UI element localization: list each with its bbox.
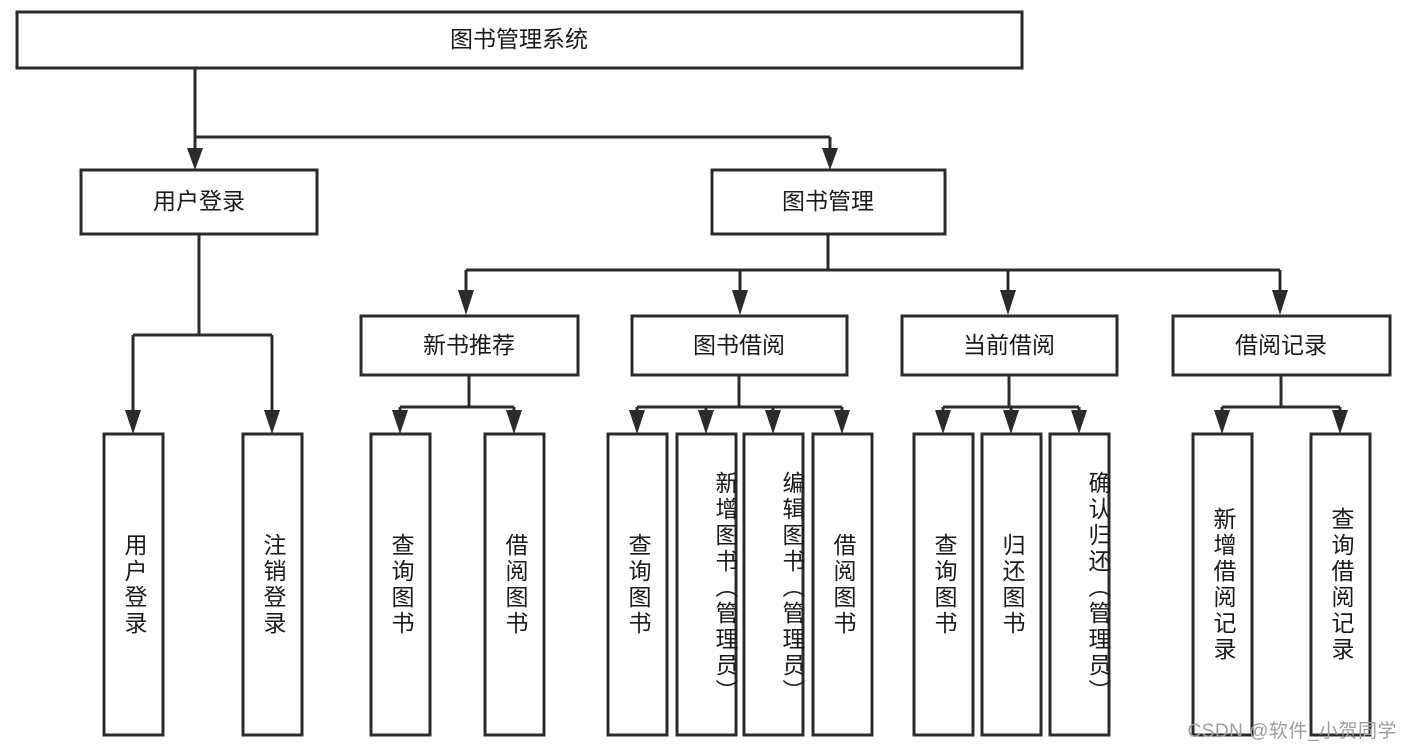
arrow-to-current-borrow (1000, 290, 1016, 315)
connector-book-borrow-to-leaves (629, 375, 850, 434)
arrow-to-borrow-record (1272, 290, 1288, 315)
leaf-box-record-query[interactable] (1309, 432, 1372, 737)
node-user-login-box (79, 168, 319, 236)
node-root-box (15, 10, 1024, 70)
leaf-box-borrow-lend[interactable] (811, 432, 874, 737)
csdn-watermark: CSDN @软件_小贺同学 (1187, 721, 1397, 742)
leaf-box-recommend-borrow[interactable] (483, 432, 546, 737)
node-book-borrow-label: 图书借阅 (693, 332, 785, 358)
leaf-boxes (102, 432, 1372, 737)
leaf-box-user-login[interactable] (102, 432, 165, 737)
leaf-box-record-add[interactable] (1191, 432, 1254, 737)
connector-current-borrow-to-leaves (935, 375, 1087, 434)
node-current-borrow[interactable]: 当前借阅 (900, 314, 1119, 377)
arrow-to-user-login (187, 148, 203, 170)
leaf-box-borrow-edit[interactable] (742, 432, 805, 737)
arrow-to-new-book-recommend (458, 290, 474, 315)
leaf-box-logout[interactable] (241, 432, 304, 737)
node-book-borrow[interactable]: 图书借阅 (630, 314, 849, 377)
node-book-manage[interactable]: 图书管理 (710, 168, 947, 236)
leaf-box-current-return[interactable] (980, 432, 1043, 737)
arrow-to-leaf-user-login (125, 410, 141, 434)
connector-new-book-recommend-to-leaves (392, 375, 522, 434)
node-user-login[interactable]: 用户登录 (79, 168, 319, 236)
connector-user-login-to-leaves (125, 234, 280, 434)
node-new-book-recommend-label: 新书推荐 (423, 332, 515, 358)
arrow-to-leaf-logout (264, 410, 280, 434)
node-book-manage-label: 图书管理 (782, 188, 874, 214)
node-user-login-label: 用户登录 (153, 188, 245, 214)
node-borrow-record[interactable]: 借阅记录 (1171, 314, 1392, 377)
node-root-label: 图书管理系统 (450, 26, 588, 52)
leaf-box-borrow-add[interactable] (675, 432, 738, 737)
arrow-to-book-manage (822, 148, 838, 170)
connector-borrow-record-to-leaves (1214, 375, 1348, 434)
node-borrow-record-label: 借阅记录 (1235, 332, 1327, 358)
node-root[interactable]: 图书管理系统 (15, 10, 1024, 70)
node-new-book-recommend[interactable]: 新书推荐 (359, 314, 580, 377)
arrow-to-book-borrow (732, 290, 748, 315)
node-new-book-recommend-box (359, 314, 580, 377)
leaf-box-borrow-query[interactable] (606, 432, 669, 737)
leaf-box-recommend-query[interactable] (369, 432, 432, 737)
connector-book-manage-to-level3 (458, 234, 1288, 315)
node-current-borrow-box (900, 314, 1119, 377)
leaf-box-current-query[interactable] (912, 432, 975, 737)
node-current-borrow-label: 当前借阅 (963, 332, 1055, 358)
leaf-box-current-confirm[interactable] (1048, 432, 1111, 737)
connector-root-to-level2 (187, 68, 838, 170)
